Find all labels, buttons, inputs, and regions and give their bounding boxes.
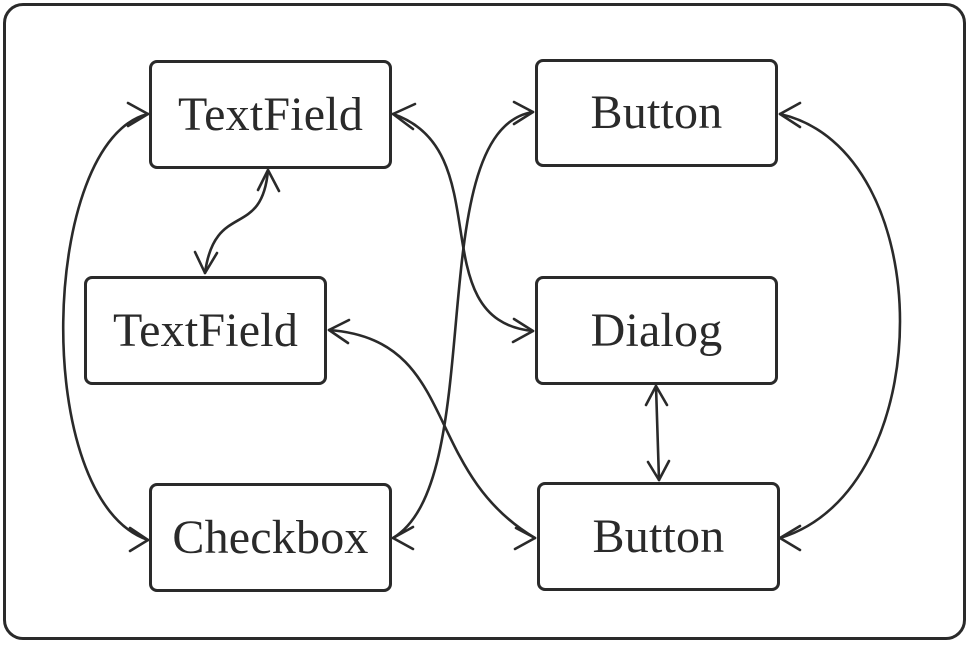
arrowhead-button-from-textfield bbox=[513, 526, 537, 551]
edge-button-button bbox=[778, 112, 902, 540]
arrowhead-textfield-top-from-textfield bbox=[256, 168, 281, 193]
node-label: Dialog bbox=[590, 303, 723, 357]
arrowhead-textfield-from-button bbox=[327, 318, 351, 345]
node-button-top: Button bbox=[535, 59, 778, 167]
node-label: TextField bbox=[177, 87, 364, 141]
edge-button-checkbox bbox=[391, 110, 535, 540]
edge-textfield-checkbox bbox=[61, 112, 150, 542]
edge-textfield-button bbox=[327, 328, 537, 540]
arrowhead-button-from-dialog bbox=[646, 459, 671, 482]
arrowhead-textfield-mid-from-textfield bbox=[193, 250, 219, 275]
arrowhead-dialog-from-textfield bbox=[511, 317, 535, 344]
node-label: TextField bbox=[112, 303, 299, 357]
arrowhead-checkbox-from-textfield bbox=[128, 526, 150, 553]
arrowhead-textfield-from-dialog bbox=[391, 102, 417, 131]
edge-dialog-button bbox=[654, 384, 661, 482]
node-textfield-middle: TextField bbox=[84, 276, 327, 385]
edge-textfield-textfield bbox=[203, 168, 270, 275]
arrowhead-button-top-from-button bbox=[778, 101, 802, 129]
node-checkbox: Checkbox bbox=[149, 483, 392, 592]
node-label: Button bbox=[592, 509, 725, 563]
node-label: Button bbox=[590, 86, 723, 139]
node-label: Checkbox bbox=[172, 510, 369, 564]
node-button-bottom: Button bbox=[537, 482, 780, 591]
node-textfield-top: TextField bbox=[149, 60, 392, 169]
arrowhead-button-from-checkbox bbox=[512, 100, 535, 126]
arrowhead-textfield-from-checkbox bbox=[126, 101, 150, 128]
node-dialog: Dialog bbox=[535, 276, 778, 385]
arrowhead-button-bottom-from-button bbox=[778, 524, 802, 552]
arrowhead-checkbox-from-button bbox=[391, 525, 415, 551]
edge-textfield-dialog bbox=[391, 112, 535, 333]
arrowhead-dialog-from-button bbox=[644, 384, 669, 407]
